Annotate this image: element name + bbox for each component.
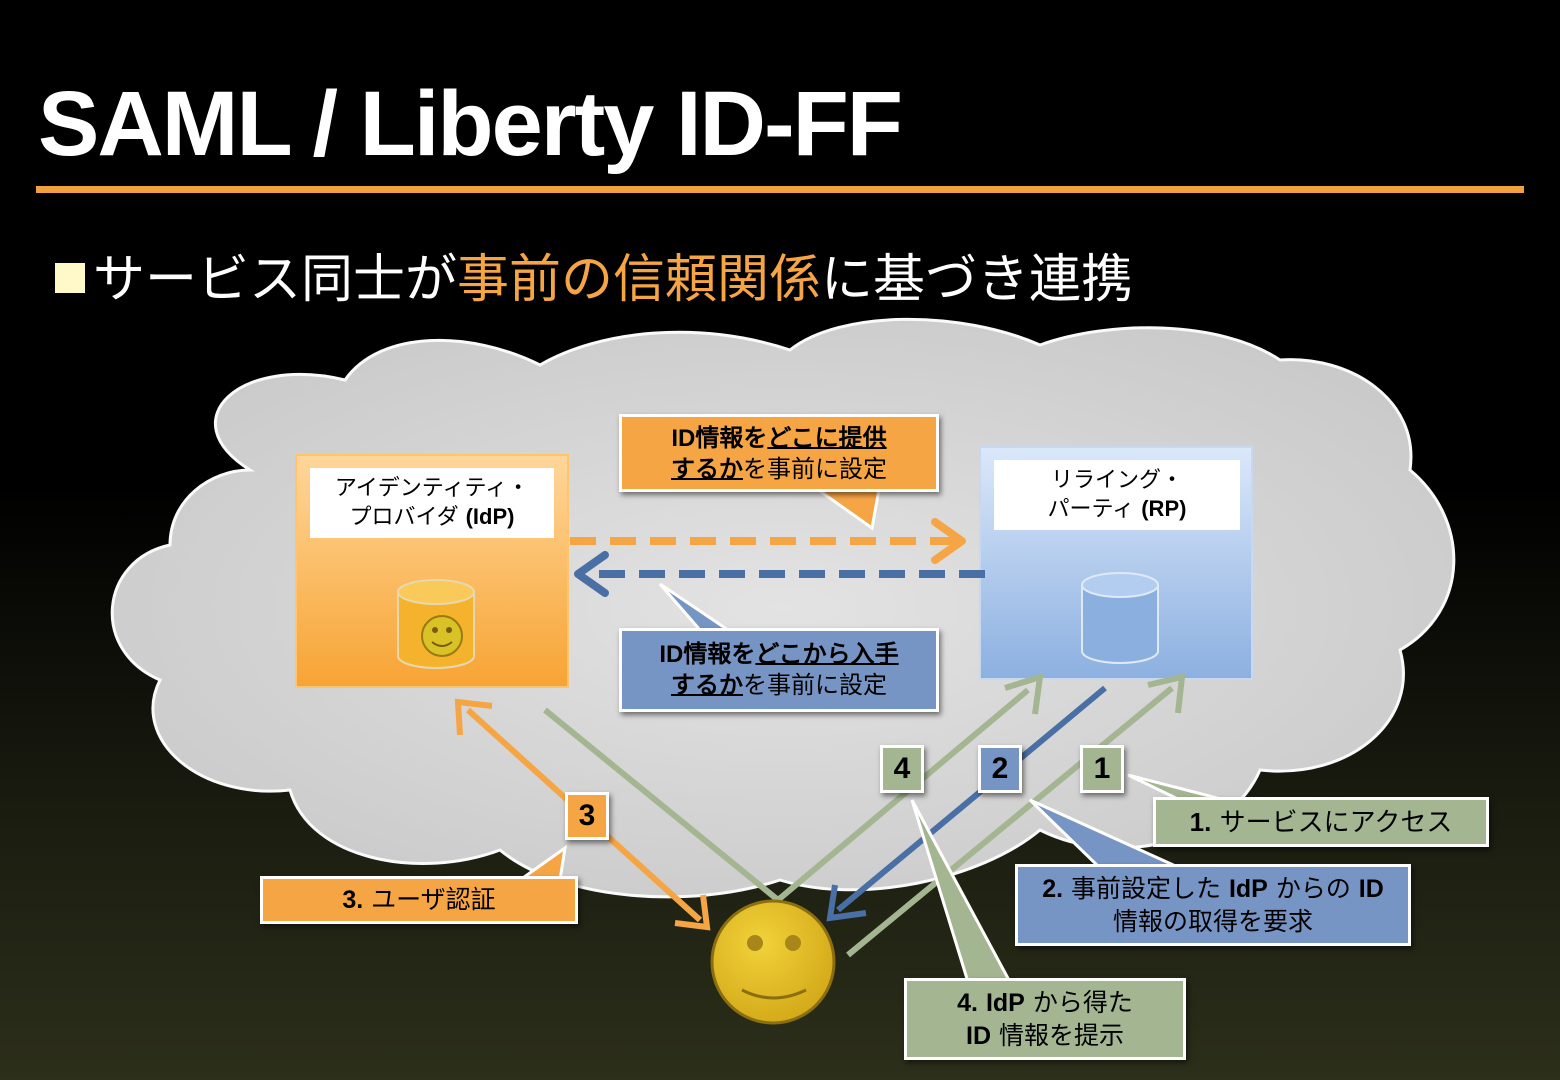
idp-label-line1: アイデンティティ・ bbox=[334, 476, 530, 501]
step1-line bbox=[846, 685, 1174, 958]
step1-text: サービスにアクセス bbox=[1219, 808, 1453, 838]
step2-id: ID bbox=[1358, 875, 1384, 903]
callout-rp-u1: どこから入手 bbox=[755, 641, 899, 668]
callout-idp-u1: どこに提供 bbox=[767, 425, 887, 452]
step3-text: ユーザ認証 bbox=[371, 885, 496, 914]
callout-idp-post: を事前に設定 bbox=[743, 455, 887, 484]
step4-line-from-idp bbox=[543, 707, 780, 903]
callout-rp-line1: ID情報をどこから入手 bbox=[622, 639, 936, 670]
step3-callout: 3. ユーザ認証 bbox=[260, 876, 578, 924]
idp-label-name: プロバイダ bbox=[349, 504, 459, 530]
step4-callout: 4. IdP から得た ID 情報を提示 bbox=[904, 978, 1186, 1060]
step4-num: 4. bbox=[957, 989, 979, 1017]
callout-rp-config: ID情報をどこから入手 するかを事前に設定 bbox=[619, 628, 939, 712]
step1-num: 1. bbox=[1189, 807, 1212, 837]
step2-num: 2. bbox=[1042, 875, 1064, 903]
idp-database-icon bbox=[397, 579, 475, 669]
rp-to-idp-dashed-arrow bbox=[574, 551, 985, 597]
step4-line1: 4. IdP から得た bbox=[907, 987, 1183, 1020]
bullet-text-before: サービス同士が bbox=[93, 250, 458, 310]
step2-line bbox=[836, 685, 1107, 913]
step4-line2: ID 情報を提示 bbox=[907, 1020, 1183, 1053]
step-badge-2: 2 bbox=[978, 745, 1022, 793]
idp-to-rp-dashed-arrow bbox=[570, 518, 966, 564]
idp-label: アイデンティティ・ プロバイダ (IdP) bbox=[310, 468, 554, 538]
callout-idp-line1: ID情報をどこに提供 bbox=[622, 423, 936, 454]
step2-text-a: 事前設定した bbox=[1071, 874, 1222, 903]
callout-rp-line2: するかを事前に設定 bbox=[622, 670, 936, 701]
title-underline bbox=[36, 186, 1524, 193]
step4-text-b: 情報を提示 bbox=[998, 1020, 1124, 1050]
step2-callout: 2. 事前設定した IdP からの ID 情報の取得を要求 bbox=[1015, 864, 1411, 946]
idp-label-line2: プロバイダ (IdP) bbox=[310, 503, 554, 532]
slide-title: SAML / Liberty ID-FF bbox=[38, 73, 903, 175]
bullet-line: サービス同士が事前の信頼関係に基づき連携 bbox=[55, 250, 1134, 310]
step2-line1: 2. 事前設定した IdP からの ID bbox=[1018, 873, 1408, 906]
step3-num: 3. bbox=[342, 886, 364, 914]
step4-id: ID bbox=[966, 1021, 992, 1050]
rp-label-abbr: (RP) bbox=[1141, 495, 1187, 521]
rp-label-line2: パーティ (RP) bbox=[994, 495, 1240, 524]
step-badge-4: 4 bbox=[880, 745, 924, 793]
user-smiley-icon bbox=[710, 899, 836, 1025]
step-badge-3: 3 bbox=[565, 792, 609, 840]
step2-line2: 情報の取得を要求 bbox=[1112, 906, 1313, 936]
rp-label-name: パーティ bbox=[1047, 496, 1135, 522]
callout-idp-line2: するかを事前に設定 bbox=[622, 454, 936, 485]
step2-idp: IdP bbox=[1228, 875, 1268, 903]
callout-idp-pre: ID情報を bbox=[671, 425, 768, 452]
callout-rp-pre: ID情報を bbox=[659, 641, 756, 668]
step4-text-a: から得た bbox=[1032, 988, 1133, 1017]
rp-database-icon bbox=[1081, 572, 1159, 664]
callout-idp-u2: するか bbox=[671, 456, 743, 484]
step1-callout: 1. サービスにアクセス bbox=[1153, 797, 1489, 847]
bullet-text-after: に基づき連携 bbox=[821, 250, 1134, 310]
callout-idp-config: ID情報をどこに提供 するかを事前に設定 bbox=[619, 414, 939, 492]
bullet-square-icon bbox=[55, 263, 85, 293]
callout-rp-u2: するか bbox=[671, 672, 743, 700]
rp-label-line1: リライング・ bbox=[1050, 468, 1183, 493]
rp-label: リライング・ パーティ (RP) bbox=[994, 460, 1240, 530]
callout-rp-post: を事前に設定 bbox=[743, 671, 887, 700]
bullet-highlight: 事前の信頼関係 bbox=[457, 250, 822, 310]
step-badge-1: 1 bbox=[1080, 745, 1124, 793]
step2-text-b: からの bbox=[1275, 874, 1351, 903]
idp-label-abbr: (IdP) bbox=[465, 503, 515, 529]
step4-line-to-rp bbox=[776, 687, 1030, 903]
step4-idp: IdP bbox=[985, 989, 1025, 1017]
